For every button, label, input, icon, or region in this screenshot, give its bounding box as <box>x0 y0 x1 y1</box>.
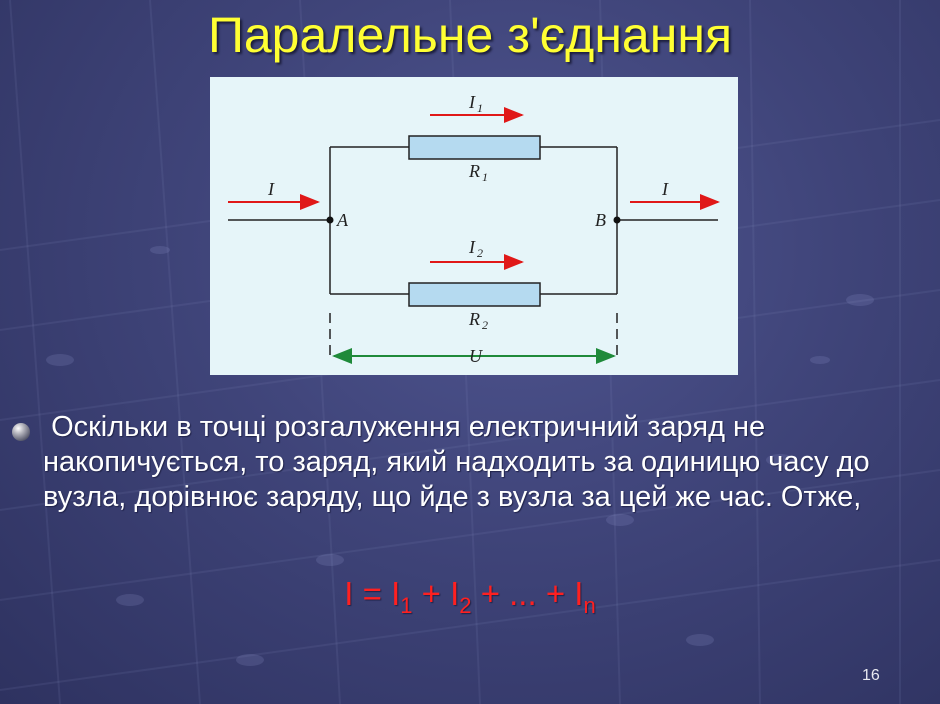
label-current-i1-sub: 1 <box>477 101 483 115</box>
resistor-r1 <box>408 135 541 160</box>
node-b-dot <box>613 216 621 224</box>
formula-op-1: + <box>412 575 451 612</box>
circuit-svg: I I I 1 I 2 R 1 R 2 A B U <box>228 92 720 366</box>
label-current-main-out: I <box>661 179 669 199</box>
bullet-icon <box>12 423 30 441</box>
node-a-dot <box>326 216 334 224</box>
formula-term-n: I <box>574 575 584 612</box>
body-paragraph: Оскільки в точці розгалуження електрични… <box>43 410 923 515</box>
formula-lhs: I = <box>344 575 392 612</box>
label-current-i2-sub: 2 <box>477 246 483 260</box>
formula-term-2: I <box>450 575 460 612</box>
label-node-b: B <box>595 210 606 230</box>
label-resistor-r1-sub: 1 <box>482 170 488 184</box>
label-current-i1: I <box>468 92 476 112</box>
formula-term-1: I <box>391 575 401 612</box>
wires <box>228 146 718 361</box>
formula-sub-n: n <box>583 593 596 618</box>
current-sum-formula: I = I1 + I2 + ... + In <box>0 575 940 619</box>
label-voltage: U <box>469 346 483 366</box>
label-resistor-r2: R <box>468 309 480 329</box>
label-current-i2: I <box>468 237 476 257</box>
resistor-r2 <box>408 282 541 307</box>
body-paragraph-text: Оскільки в точці розгалуження електрични… <box>43 411 870 513</box>
label-current-main-in: I <box>267 179 275 199</box>
page-number: 16 <box>862 667 880 684</box>
label-resistor-r1: R <box>468 161 480 181</box>
formula-op-2: + ... + <box>471 575 575 612</box>
formula-sub-1: 1 <box>400 593 413 618</box>
formula-sub-2: 2 <box>459 593 472 618</box>
slide-title: Паралельне з'єднання <box>207 7 733 63</box>
label-node-a: A <box>336 210 349 230</box>
circuit-diagram: I I I 1 I 2 R 1 R 2 A B U <box>210 77 738 375</box>
label-resistor-r2-sub: 2 <box>482 318 488 332</box>
